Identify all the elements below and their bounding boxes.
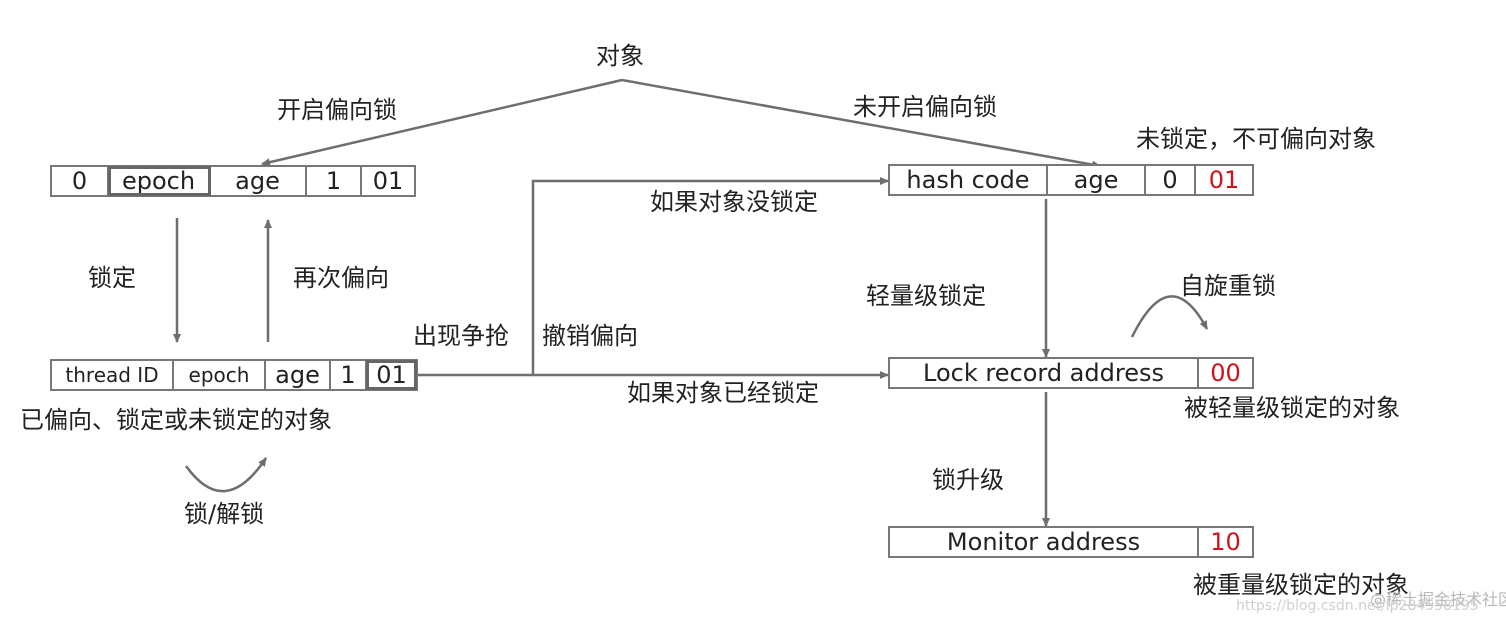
heavyweight-mark-word: Monitor address 10	[888, 526, 1254, 558]
lightweight-locked-label: 被轻量级锁定的对象	[1184, 394, 1400, 422]
lock-unlock-label: 锁/解锁	[184, 500, 265, 528]
biasable-mark-word: 0 epoch age 1 01	[50, 165, 416, 197]
cell-epoch: epoch	[108, 166, 211, 196]
cell-zero: 0	[52, 167, 109, 195]
biased-mark-word: thread ID epoch age 1 01	[50, 359, 418, 391]
cell-age: age	[1048, 166, 1146, 194]
cell-lock-bits: 10	[1210, 528, 1241, 556]
cell-lock-bits: 01	[1208, 166, 1240, 194]
if-not-locked-label: 如果对象没锁定	[650, 188, 818, 216]
heavyweight-locked-label: 被重量级锁定的对象	[1193, 571, 1409, 599]
cell-biased-bit: 1	[331, 361, 367, 389]
cell-epoch: epoch	[174, 361, 266, 389]
root-object-label: 对象	[596, 42, 644, 70]
cell-biased-bit: 1	[307, 167, 362, 195]
biased-disabled-label: 未开启偏向锁	[853, 93, 997, 121]
arrow-to-biasable	[261, 78, 623, 167]
cell-age: age	[266, 361, 331, 389]
revoke-bias-label: 撤销偏向	[542, 322, 638, 350]
cell-lock-bits: 01	[366, 360, 417, 390]
arrow-contention-unlocked	[418, 177, 889, 377]
cell-hash-code: hash code	[890, 166, 1048, 194]
lock-upgrade-label: 锁升级	[932, 466, 1004, 494]
lock-unlock-arc-icon	[184, 457, 268, 493]
lightweight-locking-label: 轻量级锁定	[866, 282, 986, 310]
cell-monitor-address: Monitor address	[890, 528, 1199, 556]
watermark-url: https://blog.csdn.net/lp284558195	[1236, 598, 1479, 614]
cell-age: age	[210, 167, 307, 195]
rebias-label: 再次偏向	[293, 264, 389, 292]
lock-label: 锁定	[88, 264, 136, 292]
lightweight-mark-word: Lock record address 00	[888, 357, 1254, 389]
biased-state-desc: 已偏向、锁定或未锁定的对象	[20, 406, 332, 434]
biased-enabled-label: 开启偏向锁	[277, 96, 397, 124]
spin-relock-label: 自旋重锁	[1180, 272, 1276, 300]
watermark-site: @稀土掘金技术社区	[1370, 590, 1506, 609]
contention-label: 出现争抢	[413, 322, 509, 350]
cell-lock-record-address: Lock record address	[890, 359, 1199, 387]
cell-thread-id: thread ID	[52, 361, 174, 389]
arrow-to-unlocked	[621, 78, 1101, 169]
if-already-locked-label: 如果对象已经锁定	[627, 379, 819, 407]
spin-relock-arc-icon	[1130, 295, 1209, 338]
cell-biased-bit: 0	[1146, 166, 1196, 194]
cell-lock-bits: 00	[1210, 359, 1241, 387]
cell-lock-bits: 01	[372, 167, 404, 195]
unlocked-mark-word: hash code age 0 01	[888, 164, 1254, 196]
unlocked-nonbiasable-label: 未锁定，不可偏向对象	[1136, 125, 1376, 153]
